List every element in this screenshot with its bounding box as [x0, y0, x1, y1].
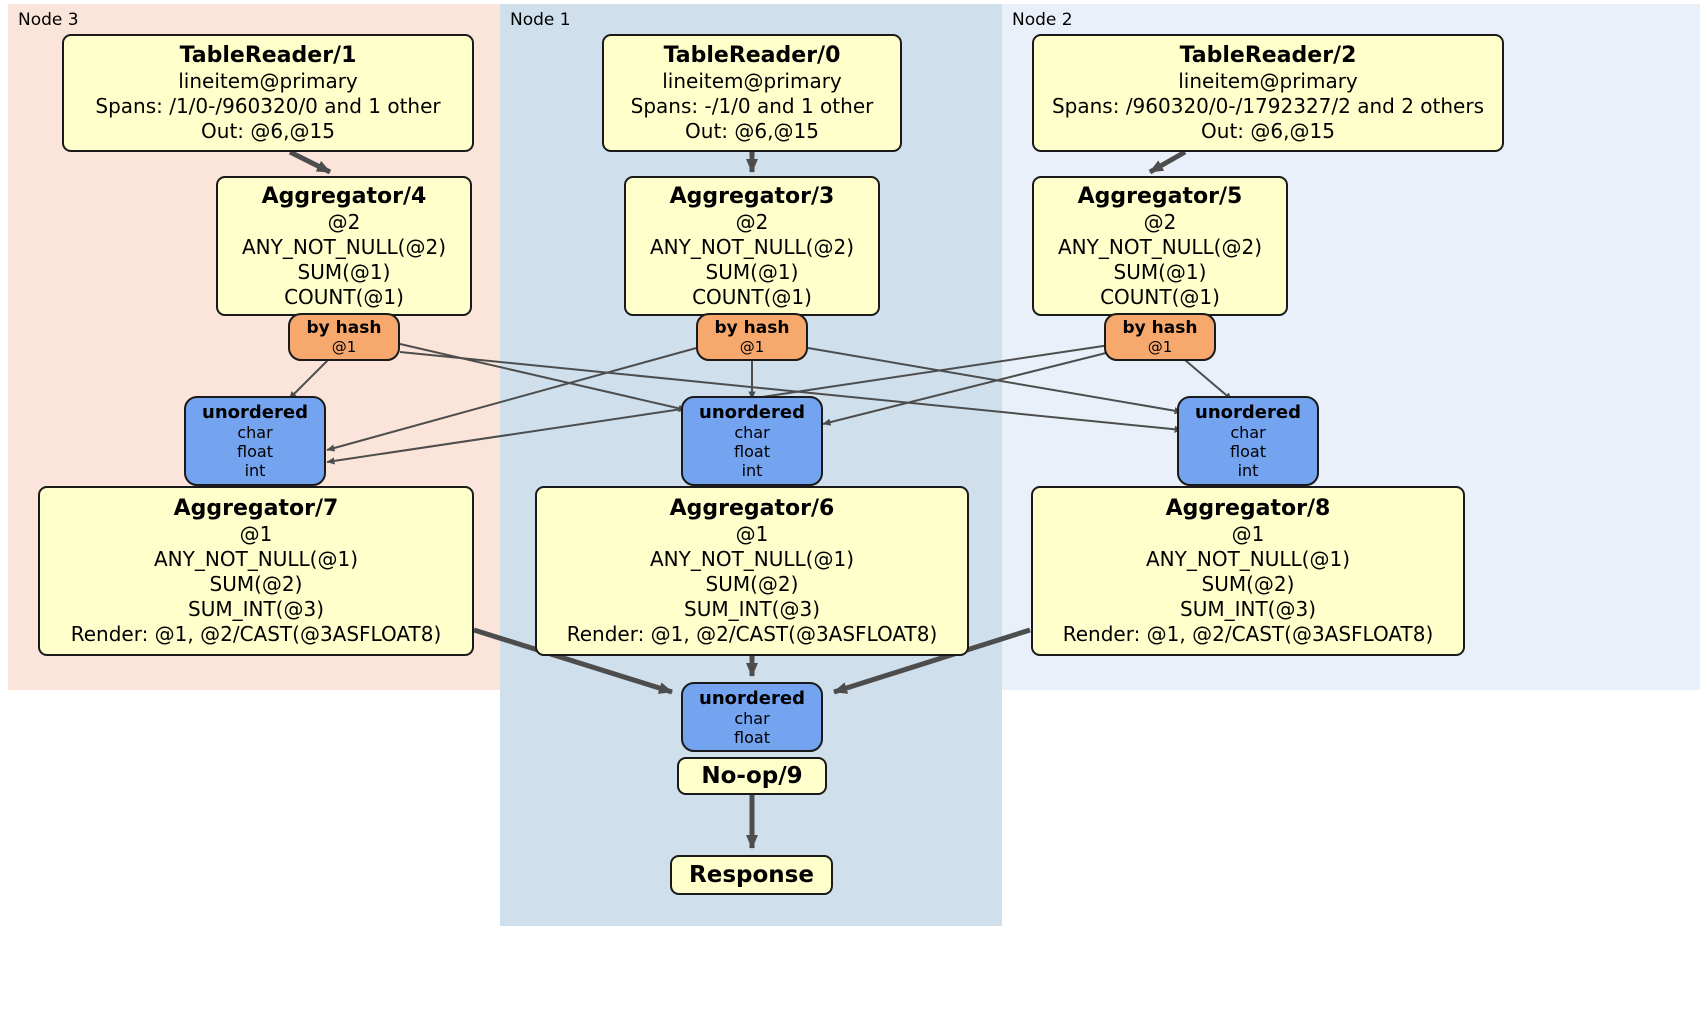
box-line: int	[1237, 461, 1259, 480]
box-line: char	[1230, 423, 1266, 442]
processor-aggregator-4[interactable]: Aggregator/4 @2 ANY_NOT_NULL(@2) SUM(@1)…	[216, 176, 472, 316]
processor-tablereader-1[interactable]: TableReader/1 lineitem@primary Spans: /1…	[62, 34, 474, 152]
box-line: lineitem@primary	[1178, 69, 1358, 93]
box-line: @1	[735, 522, 769, 546]
box-line: Spans: /1/0-/960320/0 and 1 other	[95, 94, 441, 118]
box-title: Aggregator/3	[669, 183, 835, 209]
box-line: int	[244, 461, 266, 480]
box-line: COUNT(@1)	[1100, 284, 1220, 309]
box-line: Render: @1, @2/CAST(@3ASFLOAT8)	[566, 622, 938, 646]
box-line: Spans: -/1/0 and 1 other	[630, 94, 874, 118]
processor-aggregator-8[interactable]: Aggregator/8 @1 ANY_NOT_NULL(@1) SUM(@2)…	[1031, 486, 1465, 656]
node-panel-label-node1: Node 1	[510, 10, 571, 30]
box-line: Spans: /960320/0-/1792327/2 and 2 others	[1051, 94, 1484, 118]
box-line: @2	[327, 209, 361, 234]
box-line: @2	[1143, 209, 1177, 234]
box-line: ANY_NOT_NULL(@1)	[1146, 547, 1350, 571]
box-title: by hash	[714, 318, 790, 338]
box-line: @2	[735, 209, 769, 234]
box-line: SUM_INT(@3)	[188, 597, 324, 621]
box-title: unordered	[202, 402, 308, 423]
box-line: Out: @6,@15	[685, 119, 819, 143]
box-title: unordered	[699, 402, 805, 423]
box-line: SUM(@1)	[1113, 259, 1207, 284]
box-line: ANY_NOT_NULL(@1)	[650, 547, 854, 571]
box-title: Response	[689, 862, 814, 888]
box-line: char	[734, 708, 770, 728]
router-by-hash-right[interactable]: by hash @1	[1104, 313, 1216, 361]
box-line: float	[734, 442, 770, 461]
box-line: SUM_INT(@3)	[684, 597, 820, 621]
box-line: SUM(@2)	[705, 572, 799, 596]
box-title: TableReader/0	[663, 43, 841, 68]
box-line: char	[237, 423, 273, 442]
box-title: TableReader/2	[1179, 43, 1357, 68]
processor-aggregator-7[interactable]: Aggregator/7 @1 ANY_NOT_NULL(@1) SUM(@2)…	[38, 486, 474, 656]
box-line: SUM(@2)	[209, 572, 303, 596]
box-line: Render: @1, @2/CAST(@3ASFLOAT8)	[1062, 622, 1434, 646]
box-line: SUM(@1)	[297, 259, 391, 284]
box-title: Aggregator/6	[669, 496, 835, 521]
box-line: @1	[239, 522, 273, 546]
box-title: unordered	[1195, 402, 1301, 423]
box-line: @1	[739, 338, 765, 356]
processor-tablereader-2[interactable]: TableReader/2 lineitem@primary Spans: /9…	[1032, 34, 1504, 152]
node-panel-label-node3: Node 3	[18, 10, 79, 30]
box-line: lineitem@primary	[178, 69, 358, 93]
box-line: ANY_NOT_NULL(@2)	[1058, 234, 1262, 259]
box-line: @1	[1147, 338, 1173, 356]
box-line: Render: @1, @2/CAST(@3ASFLOAT8)	[70, 622, 442, 646]
box-line: float	[237, 442, 273, 461]
box-line: float	[734, 727, 770, 747]
processor-aggregator-6[interactable]: Aggregator/6 @1 ANY_NOT_NULL(@1) SUM(@2)…	[535, 486, 969, 656]
box-title: Aggregator/5	[1077, 183, 1243, 209]
box-line: int	[741, 461, 763, 480]
processor-aggregator-5[interactable]: Aggregator/5 @2 ANY_NOT_NULL(@2) SUM(@1)…	[1032, 176, 1288, 316]
box-line: lineitem@primary	[662, 69, 842, 93]
box-line: Out: @6,@15	[201, 119, 335, 143]
router-by-hash-left[interactable]: by hash @1	[288, 313, 400, 361]
box-line: COUNT(@1)	[692, 284, 812, 309]
box-title: No-op/9	[701, 763, 803, 789]
box-line: @1	[1231, 522, 1265, 546]
box-line: SUM(@1)	[705, 259, 799, 284]
box-line: ANY_NOT_NULL(@1)	[154, 547, 358, 571]
synchronizer-unordered-left[interactable]: unordered char float int	[184, 396, 326, 486]
synchronizer-unordered-final[interactable]: unordered char float	[681, 682, 823, 752]
box-title: Aggregator/4	[261, 183, 427, 209]
processor-tablereader-0[interactable]: TableReader/0 lineitem@primary Spans: -/…	[602, 34, 902, 152]
box-line: Out: @6,@15	[1201, 119, 1335, 143]
processor-noop-9[interactable]: No-op/9	[677, 757, 827, 795]
box-line: char	[734, 423, 770, 442]
box-title: by hash	[306, 318, 382, 338]
box-title: by hash	[1122, 318, 1198, 338]
synchronizer-unordered-middle[interactable]: unordered char float int	[681, 396, 823, 486]
box-line: float	[1230, 442, 1266, 461]
box-title: Aggregator/7	[173, 496, 339, 521]
synchronizer-unordered-right[interactable]: unordered char float int	[1177, 396, 1319, 486]
box-title: TableReader/1	[179, 43, 357, 68]
box-line: @1	[331, 338, 357, 356]
box-line: COUNT(@1)	[284, 284, 404, 309]
processor-response[interactable]: Response	[670, 855, 833, 895]
box-line: SUM_INT(@3)	[1180, 597, 1316, 621]
box-line: ANY_NOT_NULL(@2)	[650, 234, 854, 259]
router-by-hash-middle[interactable]: by hash @1	[696, 313, 808, 361]
node-panel-label-node2: Node 2	[1012, 10, 1073, 30]
box-title: Aggregator/8	[1165, 496, 1331, 521]
processor-aggregator-3[interactable]: Aggregator/3 @2 ANY_NOT_NULL(@2) SUM(@1)…	[624, 176, 880, 316]
box-title: unordered	[699, 687, 805, 709]
box-line: SUM(@2)	[1201, 572, 1295, 596]
box-line: ANY_NOT_NULL(@2)	[242, 234, 446, 259]
